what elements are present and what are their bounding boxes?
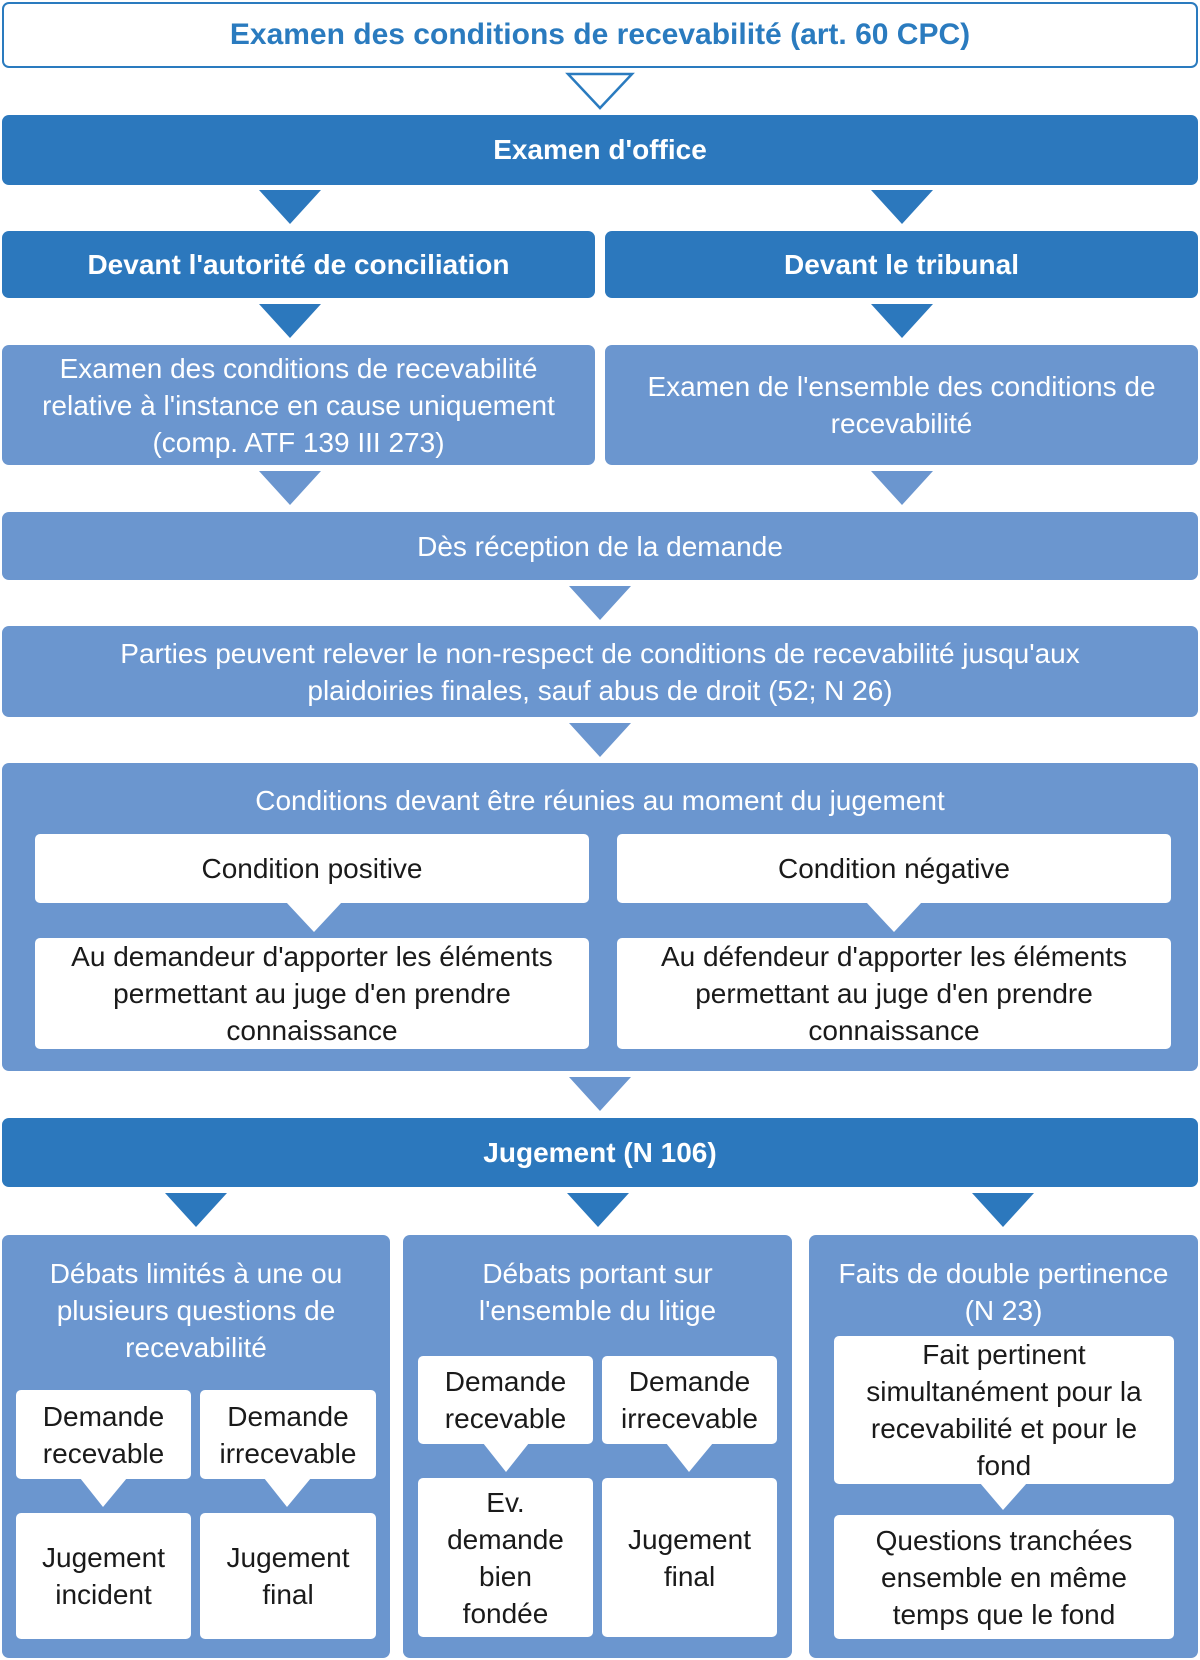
arrow-down-icon: [871, 304, 933, 338]
positive-detail-line: Au demandeur d'apporter les éléments: [71, 941, 553, 972]
parties-box: Parties peuvent relever le non-respect d…: [2, 626, 1198, 717]
limites-recevable-box: Demande recevable: [16, 1390, 191, 1479]
limites-incident-line: incident: [55, 1579, 152, 1610]
diagram-title: Examen des conditions de recevabilité (a…: [2, 2, 1198, 68]
conciliation-text-line: Examen des conditions de recevabilité: [59, 352, 538, 384]
ensemble-final-line: final: [663, 1560, 716, 1592]
parties-text-line: plaidoiries finales, sauf abus de droit …: [307, 674, 893, 706]
double-fait-line: fond: [976, 1450, 1032, 1481]
tribunal-text-line: recevabilité: [830, 408, 973, 439]
ensemble-recevable-box: Demande recevable: [418, 1356, 593, 1444]
conditions-title: Conditions devant être réunies au moment…: [255, 785, 945, 816]
limites-title-line: Débats limités à une ou: [49, 1258, 343, 1289]
tribunal-text-box: Examen de l'ensemble des conditions de r…: [605, 345, 1198, 465]
ensemble-fondee-box: Ev. demande bien fondée: [418, 1478, 593, 1637]
arrow-down-icon: [569, 723, 631, 757]
arrow-down-icon: [972, 1193, 1034, 1227]
arrow-down-icon: [569, 1077, 631, 1111]
ensemble-irrecevable-box: Demande irrecevable: [602, 1356, 777, 1444]
double-title: Faits de double pertinence (N 23): [809, 1255, 1198, 1329]
limites-incident-box: Jugement incident: [16, 1513, 191, 1639]
double-title-line: Faits de double pertinence: [838, 1258, 1169, 1289]
arrow-down-icon: [259, 190, 321, 224]
arrow-down-icon: [259, 304, 321, 338]
conciliation-text-box: Examen des conditions de recevabilité re…: [2, 345, 595, 465]
condition-negative-detail: Au défendeur d'apporter les éléments per…: [617, 938, 1171, 1049]
reception-label: Dès réception de la demande: [417, 530, 783, 562]
double-questions-box: Questions tranchées ensemble en même tem…: [834, 1515, 1174, 1639]
ensemble-title-line: l'ensemble du litige: [478, 1295, 717, 1326]
condition-negative-box: Condition négative: [617, 834, 1171, 903]
limites-irrecevable-line: irrecevable: [219, 1437, 357, 1469]
conciliation-heading: Devant l'autorité de conciliation: [87, 248, 510, 280]
jugement-label: Jugement (N 106): [483, 1136, 717, 1168]
limites-title: Débats limités à une ou plusieurs questi…: [2, 1255, 390, 1366]
limites-recevable-line: recevable: [42, 1437, 165, 1469]
office-label: Examen d'office: [493, 134, 707, 165]
arrow-down-icon: [871, 471, 933, 505]
ensemble-title-line: Débats portant sur: [482, 1258, 713, 1289]
arrow-down-icon: [569, 586, 631, 620]
ensemble-final-line: Jugement: [628, 1523, 751, 1555]
double-fait-box: Fait pertinent simultanément pour la rec…: [834, 1336, 1174, 1484]
double-fait-line: Fait pertinent: [922, 1339, 1086, 1370]
condition-negative-label: Condition négative: [778, 853, 1010, 884]
negative-detail-line: Au défendeur d'apporter les éléments: [660, 941, 1128, 972]
limites-final-line: final: [262, 1579, 314, 1610]
double-title-line: (N 23): [964, 1295, 1043, 1326]
conciliation-heading-box: Devant l'autorité de conciliation: [2, 231, 595, 298]
jugement-box: Jugement (N 106): [2, 1118, 1198, 1187]
limites-title-line: plusieurs questions de: [56, 1295, 336, 1326]
negative-detail-line: connaissance: [808, 1015, 980, 1046]
ensemble-recevable-line: Demande: [444, 1366, 567, 1397]
limites-title-line: recevabilité: [125, 1332, 267, 1363]
condition-positive-label: Condition positive: [201, 853, 423, 884]
conciliation-text-line: relative à l'instance en cause uniquemen…: [42, 389, 555, 421]
limites-final-box: Jugement final: [200, 1513, 376, 1639]
ensemble-final-box: Jugement final: [602, 1478, 777, 1637]
condition-positive-box: Condition positive: [35, 834, 589, 903]
tribunal-heading: Devant le tribunal: [784, 248, 1019, 280]
double-questions-line: temps que le fond: [892, 1598, 1116, 1630]
parties-text-line: Parties peuvent relever le non-respect d…: [120, 637, 1080, 669]
ensemble-recevable-line: recevable: [444, 1403, 567, 1434]
ensemble-fondee-line: bien: [479, 1560, 532, 1592]
arrow-down-icon: [871, 190, 933, 224]
ensemble-fondee-line: demande: [447, 1523, 564, 1555]
positive-detail-line: permettant au juge d'en prendre: [113, 978, 511, 1009]
ensemble-fondee-line: fondée: [462, 1597, 549, 1629]
arrow-down-icon: [259, 471, 321, 505]
ensemble-irrecevable-line: irrecevable: [621, 1403, 758, 1434]
limites-final-line: Jugement: [226, 1542, 350, 1573]
double-questions-line: Questions tranchées: [875, 1524, 1133, 1556]
positive-detail-line: connaissance: [226, 1015, 398, 1046]
arrow-down-outline-icon: [565, 72, 635, 110]
limites-incident-line: Jugement: [42, 1542, 165, 1573]
double-questions-line: ensemble en même: [881, 1561, 1127, 1593]
double-fait-line: simultanément pour la: [866, 1376, 1142, 1407]
arrow-down-icon: [567, 1193, 629, 1227]
ensemble-fondee-line: Ev.: [486, 1486, 525, 1518]
negative-detail-line: permettant au juge d'en prendre: [695, 978, 1093, 1009]
arrow-down-icon: [165, 1193, 227, 1227]
limites-irrecevable-line: Demande: [227, 1400, 349, 1432]
diagram-title-text: Examen des conditions de recevabilité (a…: [229, 18, 971, 51]
limites-recevable-line: Demande: [42, 1400, 165, 1432]
double-fait-line: recevabilité et pour le: [870, 1413, 1138, 1444]
office-box: Examen d'office: [2, 115, 1198, 185]
conciliation-text-line: (comp. ATF 139 III 273): [152, 426, 445, 458]
reception-box: Dès réception de la demande: [2, 512, 1198, 580]
tribunal-text-line: Examen de l'ensemble des conditions de: [647, 371, 1156, 402]
condition-positive-detail: Au demandeur d'apporter les éléments per…: [35, 938, 589, 1049]
ensemble-title: Débats portant sur l'ensemble du litige: [403, 1255, 792, 1329]
limites-irrecevable-box: Demande irrecevable: [200, 1390, 376, 1479]
ensemble-irrecevable-line: Demande: [628, 1366, 751, 1397]
tribunal-heading-box: Devant le tribunal: [605, 231, 1198, 298]
